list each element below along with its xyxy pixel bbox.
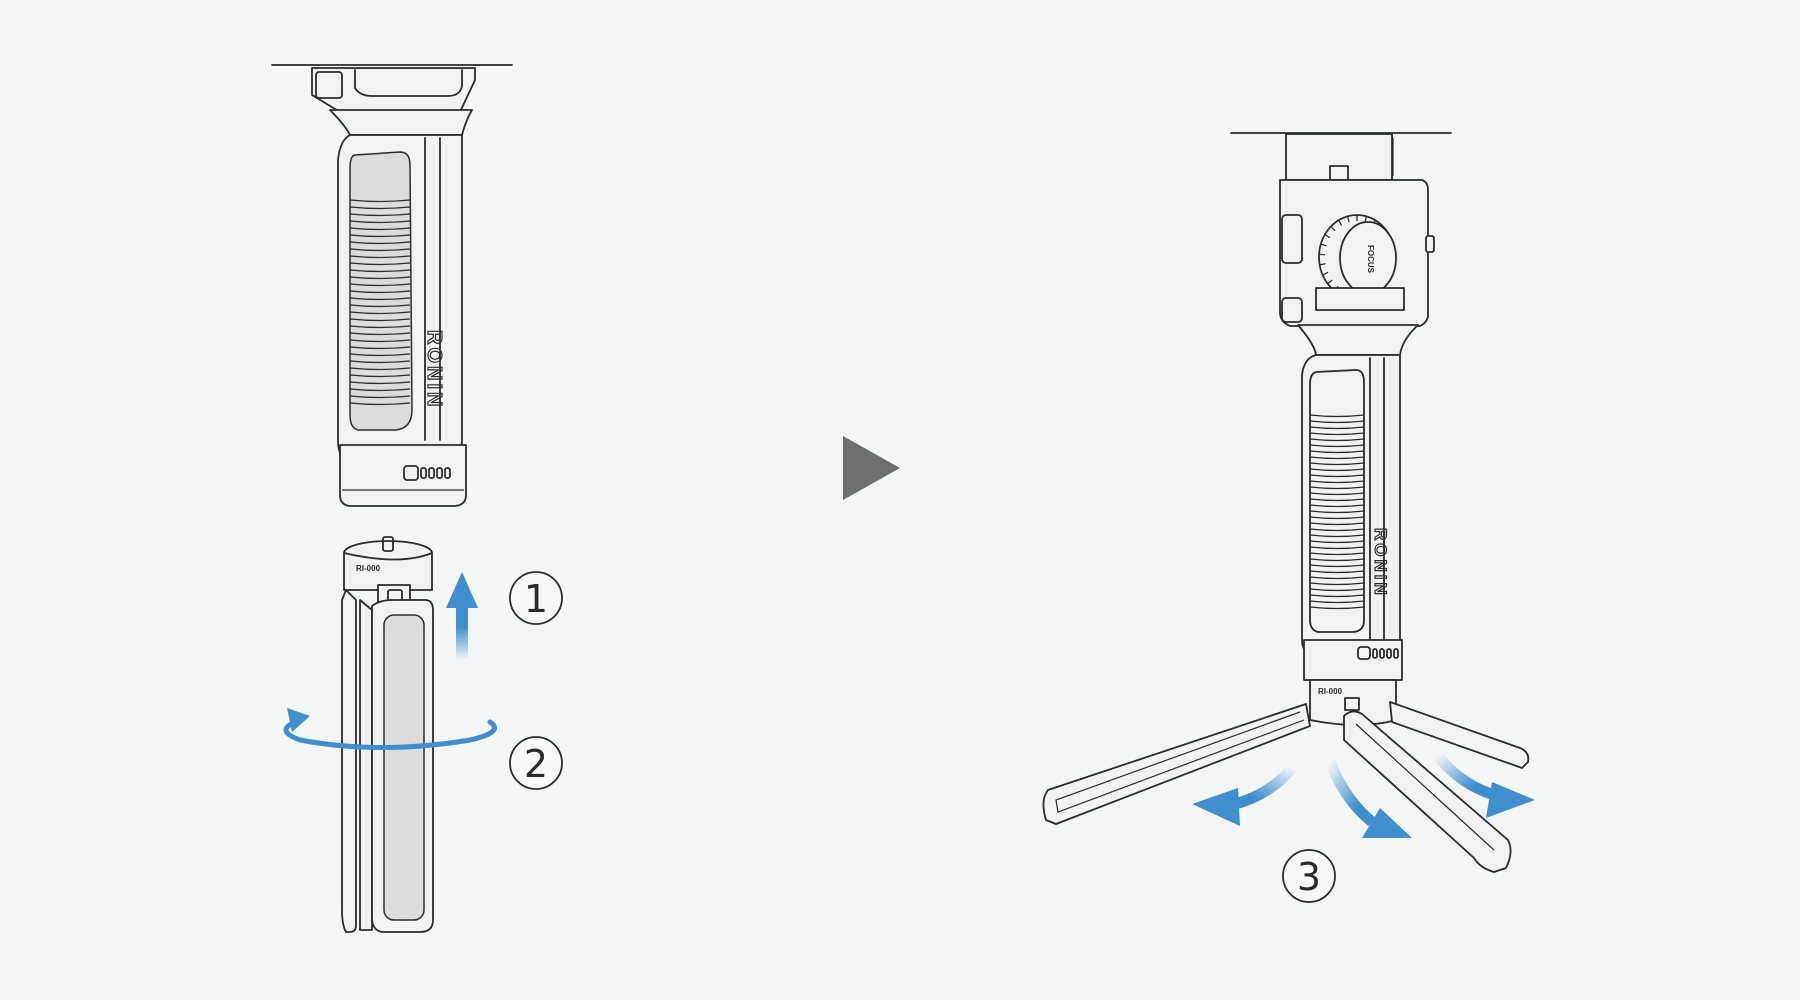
grip-rib — [1309, 486, 1365, 490]
grip-rib — [1309, 468, 1365, 472]
grip-rib — [349, 255, 411, 259]
grip-rib — [349, 213, 411, 217]
grip-rib — [1309, 516, 1365, 520]
grip-rib — [349, 346, 411, 350]
grip-rib — [349, 381, 411, 385]
grip-rib — [349, 367, 411, 371]
battery-indicator-left — [403, 465, 451, 481]
grip-rib — [349, 276, 411, 280]
grip-rib — [1309, 432, 1365, 436]
grip-rib — [1309, 600, 1365, 604]
battery-indicator-right — [1357, 646, 1399, 660]
grip-rib — [1309, 510, 1365, 514]
grip-rib — [1309, 594, 1365, 598]
knurl-line — [1346, 216, 1350, 223]
grip-rib — [1309, 606, 1365, 610]
grip-rib — [1309, 414, 1365, 418]
grip-rib — [349, 388, 411, 392]
grip-rib — [1309, 456, 1365, 460]
grip-rib — [1309, 498, 1365, 502]
tripod-leg-left — [1042, 703, 1311, 825]
grip-rib — [1309, 444, 1365, 448]
knurl-line — [1364, 216, 1368, 223]
grip-rib — [349, 339, 411, 343]
knurl-line — [1330, 225, 1336, 232]
lift-arrow — [446, 572, 478, 660]
grip-rib — [349, 325, 411, 329]
grip-rib — [349, 248, 411, 252]
focus-label: FOCUS — [1366, 245, 1375, 274]
grip-rib — [349, 241, 411, 245]
grip-rib — [1309, 522, 1365, 526]
grip-rib — [1309, 552, 1365, 556]
tripod-leg-right — [1389, 701, 1530, 769]
grip-ribs — [349, 199, 411, 406]
tripod-code-right: RI-000 — [1318, 687, 1343, 696]
grip-rib — [1309, 480, 1365, 484]
knurl-line — [1327, 279, 1333, 285]
grip-rib — [1309, 462, 1365, 466]
grip-rib — [1309, 504, 1365, 508]
grip-rib — [1309, 588, 1365, 592]
grip-rib — [349, 283, 411, 287]
grip-rib — [1309, 492, 1365, 496]
grip-rib — [1309, 474, 1365, 478]
grip-rib — [349, 206, 411, 210]
knurl-line — [1320, 243, 1327, 247]
knurl-line — [1322, 271, 1329, 276]
grip-rib — [349, 304, 411, 308]
spread-arrows — [1192, 752, 1535, 838]
grip-rib — [349, 353, 411, 357]
next-step-arrow-icon — [843, 436, 900, 500]
assembled-gimbal: FOCUS RONIN RI-000 — [1042, 132, 1530, 873]
brand-label-right: RONIN — [1371, 528, 1390, 598]
grip-rib — [349, 262, 411, 266]
grip-rib — [349, 332, 411, 336]
grip-rib — [349, 402, 411, 406]
grip-rib — [349, 360, 411, 364]
grip-rib — [1309, 426, 1365, 430]
tripod-code-left: RI-000 — [356, 564, 381, 573]
tripod-folded: RI-000 — [341, 536, 434, 933]
grip-rib — [349, 374, 411, 378]
step-1-marker: 1 — [509, 571, 563, 625]
step-2-number: 2 — [524, 742, 548, 786]
grip-rib — [349, 395, 411, 399]
step-3-marker: 3 — [1282, 849, 1336, 903]
focus-wheel: FOCUS — [1318, 214, 1397, 300]
grip-rib — [1309, 420, 1365, 424]
grip-rib — [349, 234, 411, 238]
grip-rib — [349, 269, 411, 273]
grip-rib — [1309, 450, 1365, 454]
grip-rib — [349, 220, 411, 224]
grip-rib — [1309, 534, 1365, 538]
brand-label-left: RONIN — [423, 330, 445, 409]
grip-rib — [1309, 564, 1365, 568]
grip-rib — [349, 227, 411, 231]
grip-rib — [1309, 576, 1365, 580]
step-1-number: 1 — [524, 577, 548, 621]
grip-rib — [1309, 582, 1365, 586]
grip-rib — [349, 199, 411, 203]
grip-rib — [1309, 558, 1365, 562]
knurl-line — [1324, 233, 1331, 239]
grip-rib — [1309, 528, 1365, 532]
grip-rib — [1309, 570, 1365, 574]
grip-rib — [349, 311, 411, 315]
grip-rib — [1309, 546, 1365, 550]
knurl-line — [1319, 263, 1326, 266]
handle-grip-left: RONIN — [271, 64, 513, 507]
grip-rib — [349, 318, 411, 322]
knurl-line — [1338, 219, 1343, 226]
grip-rib — [349, 290, 411, 294]
step-2-marker: 2 — [509, 736, 563, 790]
grip-rib — [349, 297, 411, 301]
grip-rib — [1309, 540, 1365, 544]
rotate-arrow — [283, 708, 497, 750]
grip-rib — [1309, 438, 1365, 442]
step-3-number: 3 — [1297, 855, 1321, 899]
